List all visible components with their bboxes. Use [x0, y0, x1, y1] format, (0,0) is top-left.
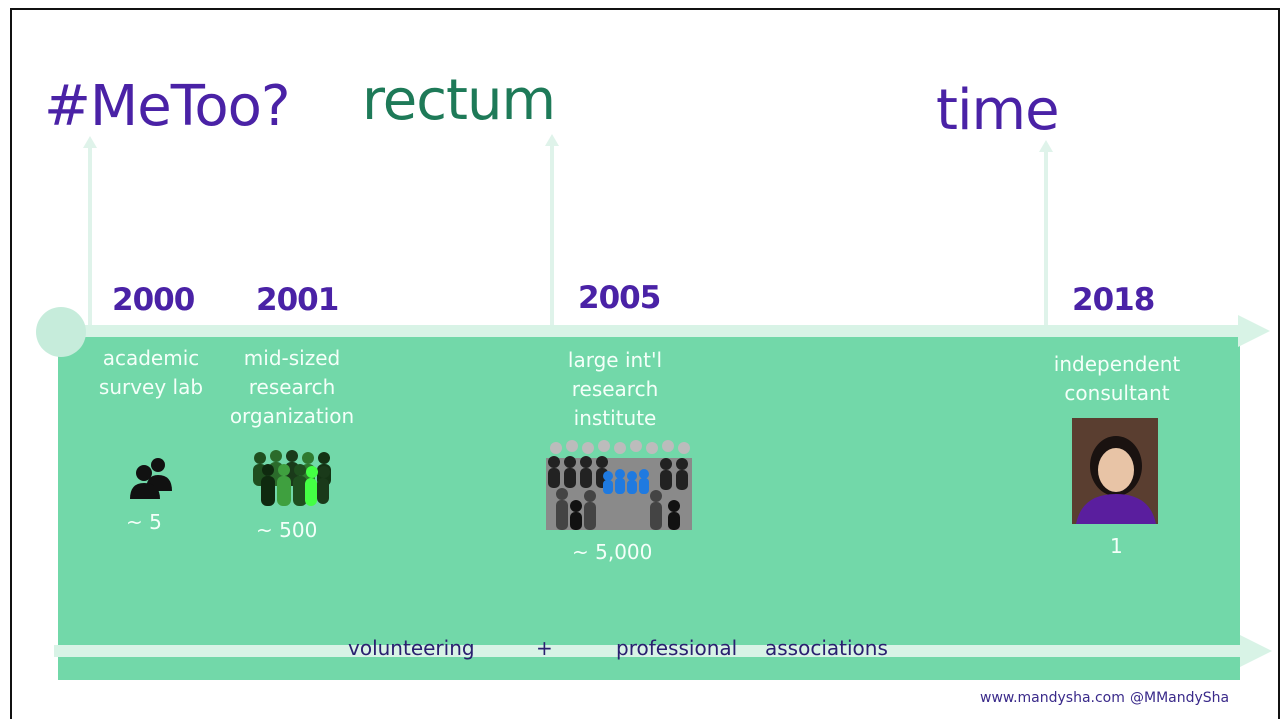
timeline-bar: [58, 325, 1248, 337]
word-plus: +: [536, 636, 553, 660]
year-2001: 2001: [256, 282, 339, 318]
label-academic: academic survey lab: [98, 346, 204, 399]
word-professional: professional: [616, 636, 738, 660]
footer-website: www.mandysha.com: [980, 690, 1125, 706]
label-mid-sized: mid-sized research organization: [229, 346, 355, 428]
up-arrow-rectum: [545, 134, 559, 326]
label-independent: independent consultant: [1053, 352, 1181, 405]
timeline-arrowhead: [1238, 315, 1270, 347]
word-volunteering: volunteering: [348, 636, 475, 660]
crowd-medium-icon: [253, 450, 331, 506]
count-large: ~ 5,000: [572, 540, 653, 564]
heading-metoo: #MeToo?: [44, 74, 291, 139]
crowd-large-icon: [546, 440, 692, 530]
up-arrow-metoo: [83, 136, 97, 326]
year-2000: 2000: [112, 282, 195, 318]
volunteering-arrowhead: [1240, 635, 1272, 667]
timeline-start-dot: [36, 307, 86, 357]
volunteering-arrow-bar: [54, 645, 1244, 657]
count-mid-sized: ~ 500: [256, 518, 318, 542]
count-academic: ~ 5: [126, 510, 162, 534]
slide-frame: [10, 8, 1280, 719]
footer-handle: @MMandySha: [1130, 690, 1230, 706]
year-2005: 2005: [578, 280, 661, 316]
up-arrow-time: [1039, 140, 1053, 326]
consultant-photo: [1072, 418, 1158, 524]
year-2018: 2018: [1072, 282, 1155, 318]
portrait-icon: [1072, 418, 1158, 524]
label-large: large int'l research institute: [567, 348, 663, 430]
count-independent: 1: [1110, 534, 1123, 558]
heading-time: time: [936, 78, 1060, 143]
word-associations: associations: [765, 636, 888, 660]
small-group-icon: [130, 458, 172, 499]
heading-rectum: rectum: [362, 68, 556, 133]
